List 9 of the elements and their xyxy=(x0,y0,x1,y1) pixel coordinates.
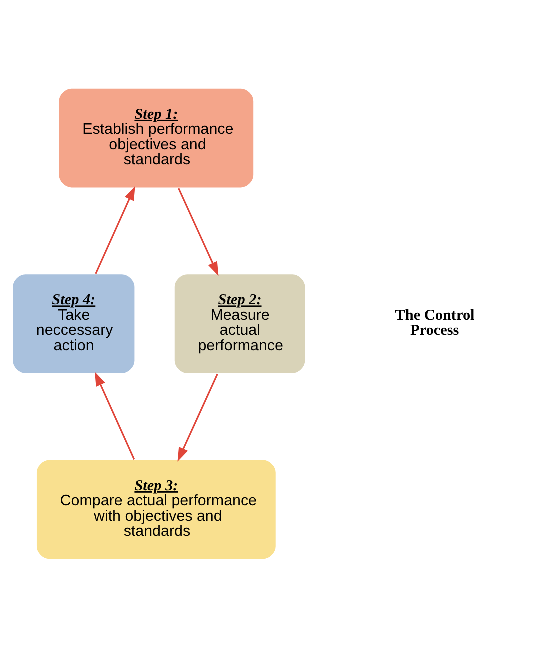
arrow xyxy=(95,372,136,460)
node-box: Step 1: Establish performance objectives and standards xyxy=(58,87,255,188)
arrow xyxy=(178,188,219,276)
arrow xyxy=(95,186,136,274)
node-box: Step 2: Measure actual performance xyxy=(174,273,306,374)
node-text: The Control Process xyxy=(395,306,475,339)
arrow xyxy=(178,373,218,462)
node-box: Step 3: Compare actual performance with objectives and standards xyxy=(36,458,277,560)
node-box: Step 4: Take neccessary action xyxy=(12,273,136,374)
